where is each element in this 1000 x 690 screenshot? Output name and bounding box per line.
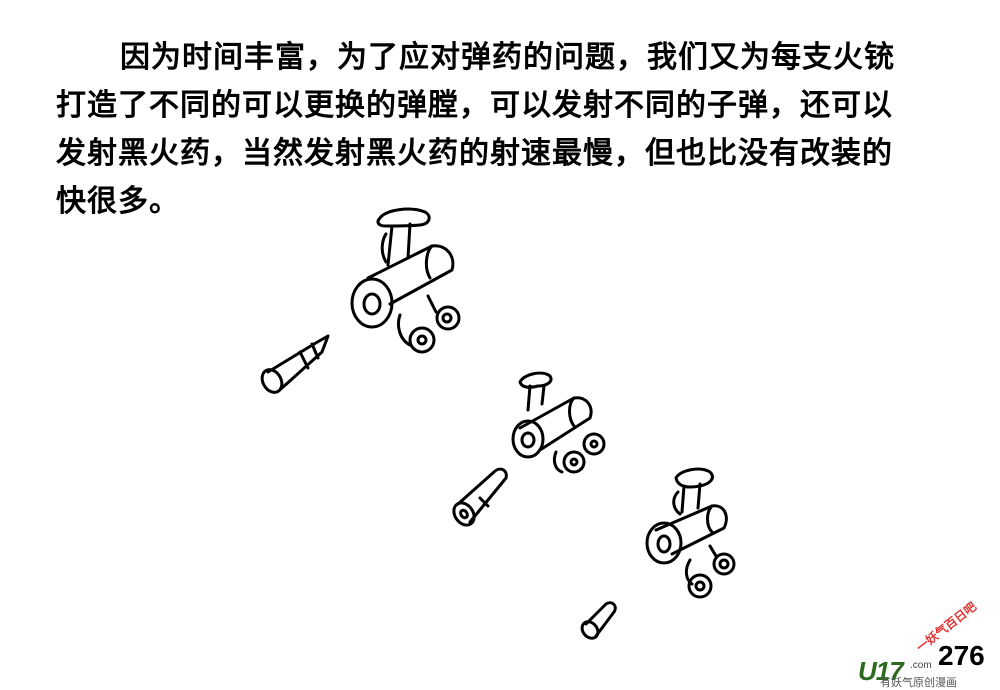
cannon-top-illustration <box>350 207 461 354</box>
cannon-middle-illustration <box>511 371 606 474</box>
caption-text: 因为时间丰富，为了应对弹药的问题，我们又为每支火铳 打造了不同的可以更换的弹膛，… <box>56 34 956 226</box>
bullet-top-illustration <box>260 334 330 394</box>
page-number: 276 <box>938 640 985 671</box>
watermark-domain: .com <box>910 660 932 671</box>
cannon-bottom-illustration <box>645 467 736 599</box>
caption-line-2: 打造了不同的可以更换的弹膛，可以发射不同的子弹，还可以 <box>56 88 893 123</box>
watermark-logo: U17 <box>858 656 904 686</box>
caption-line-4: 快很多。 <box>56 184 180 219</box>
caption-line-1: 因为时间丰富，为了应对弹药的问题，我们又为每支火铳 <box>120 40 895 75</box>
shell-bottom-illustration <box>580 601 617 640</box>
watermark-slogan: 有妖气原创漫画 <box>880 676 957 689</box>
caption-line-3: 发射黑火药，当然发射黑火药的射速最慢，但也比没有改装的 <box>56 136 893 171</box>
cartridge-middle-illustration <box>452 467 508 527</box>
